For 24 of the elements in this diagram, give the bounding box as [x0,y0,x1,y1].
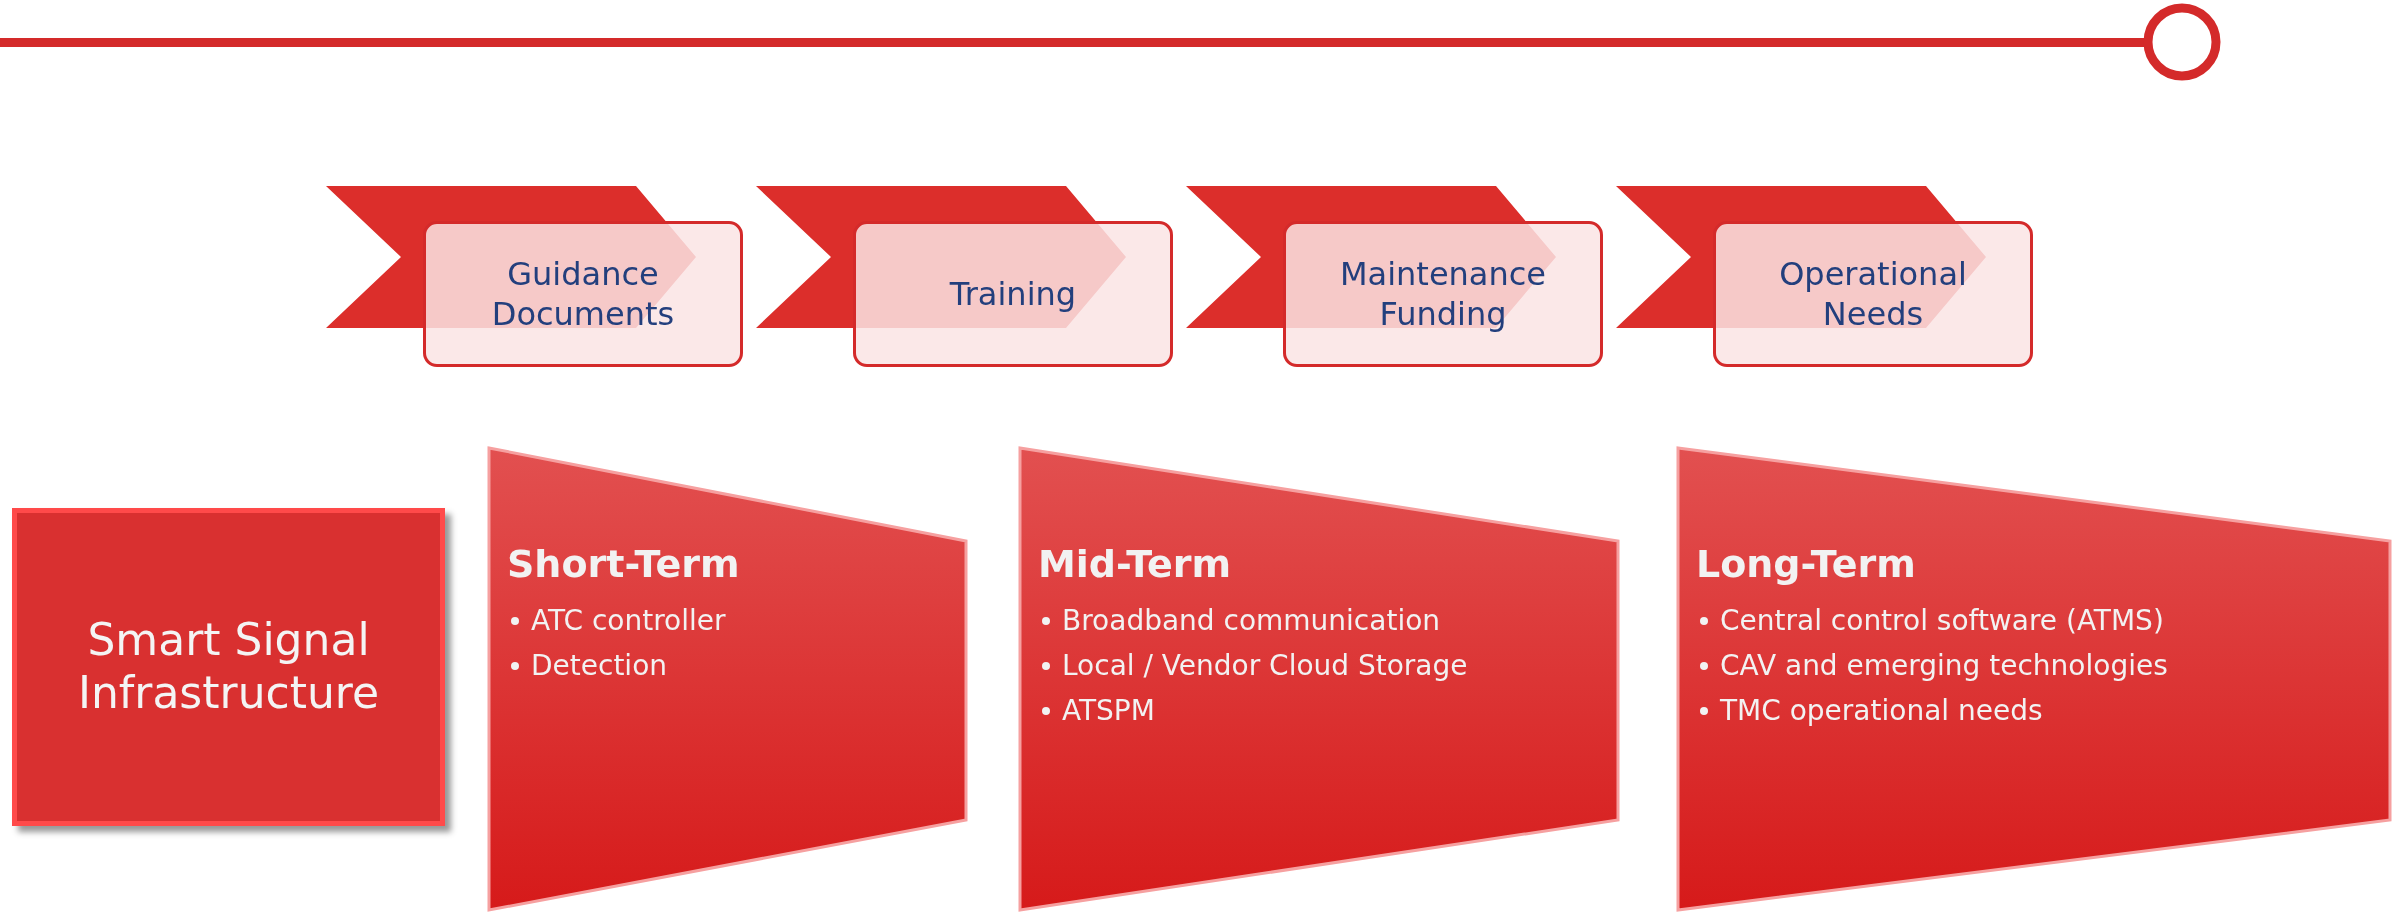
bullet-item: ATSPM [1062,693,1155,729]
step-label: Guidance Documents [490,254,676,334]
infrastructure-box [12,508,445,826]
bullet-item: TMC operational needs [1720,693,2043,729]
term-panel [1676,446,2392,912]
bullet-item: CAV and emerging technologies [1720,648,2168,684]
step-box [853,221,1173,367]
step-box [1713,221,2033,367]
bullet-item: Central control software (ATMS) [1720,603,2164,639]
bullet-item: Broadband communication [1062,603,1441,639]
bullet-item: ATC controller [531,603,726,639]
step-label: Operational Needs [1778,254,1968,334]
term-heading: Short-Term [507,542,740,586]
term-heading: Mid-Term [1038,542,1233,586]
step-box [1283,221,1603,367]
step-label: Training [948,274,1078,314]
step-box [423,221,743,367]
bullet-item: Local / Vendor Cloud Storage [1062,648,1468,684]
box-title: Smart Signal Infrastructure [76,614,381,720]
term-panel [1018,446,1620,912]
bullet-item: Detection [531,648,668,684]
term-heading: Long-Term [1696,542,1917,586]
term-panel [487,446,968,912]
step-label: Maintenance Funding [1338,254,1548,334]
